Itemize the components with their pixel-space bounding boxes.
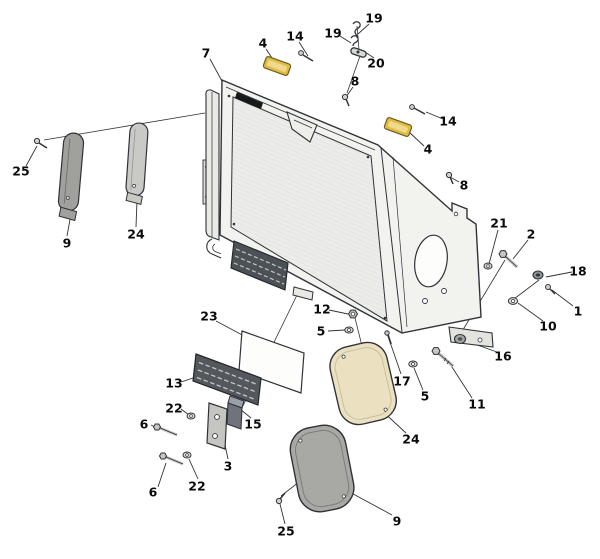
main-panel xyxy=(206,78,494,348)
hook-clip-group xyxy=(350,21,367,58)
callout-2: 2 xyxy=(526,226,536,242)
callout-19-b: 19 xyxy=(324,25,342,41)
grille-13 xyxy=(192,353,262,406)
reflector-top xyxy=(262,56,292,76)
callout-4-a: 4 xyxy=(258,35,268,51)
callout-22-b: 22 xyxy=(188,478,206,494)
leader-lines xyxy=(25,23,574,525)
callout-8-a: 8 xyxy=(350,73,360,89)
bolt-2 xyxy=(498,250,519,269)
callout-12: 12 xyxy=(313,301,331,317)
callout-5-b: 5 xyxy=(420,388,430,404)
screws-14 xyxy=(298,50,426,115)
bolt-6-upper xyxy=(152,423,178,437)
callout-16: 16 xyxy=(494,348,512,364)
callout-24-a: 24 xyxy=(127,226,145,242)
callout-24-b: 24 xyxy=(402,431,420,447)
screws-25 xyxy=(33,137,286,505)
callout-11: 11 xyxy=(468,396,486,412)
bracket-3 xyxy=(206,402,228,450)
top-notch xyxy=(286,111,318,143)
callout-8-b: 8 xyxy=(459,177,469,193)
s-hook-2 xyxy=(350,35,359,47)
latch-plate xyxy=(292,286,314,301)
bracket-15 xyxy=(226,395,245,430)
callout-22-a: 22 xyxy=(165,400,183,416)
brand-label-plate xyxy=(235,92,263,109)
callout-9-b: 9 xyxy=(392,513,402,529)
callout-5-a: 5 xyxy=(316,323,326,339)
callout-15: 15 xyxy=(244,416,262,432)
wing-oval-hole xyxy=(414,234,448,288)
callout-14-b: 14 xyxy=(439,113,457,129)
callout-25-a: 25 xyxy=(12,163,30,179)
panel-grille xyxy=(230,240,289,291)
pad-9-bottom xyxy=(289,424,355,513)
callout-3: 3 xyxy=(223,458,233,474)
plate-23 xyxy=(238,330,305,394)
callout-9-a: 9 xyxy=(62,235,72,251)
callout-14-a: 14 xyxy=(286,28,304,44)
bolts-6-washers-22 xyxy=(152,412,196,466)
callout-23: 23 xyxy=(200,308,218,324)
pad-24-bottom xyxy=(329,341,397,426)
callout-4-b: 4 xyxy=(423,141,433,157)
s-hook-1 xyxy=(352,21,361,39)
pad-9-left xyxy=(57,132,85,222)
callout-10: 10 xyxy=(539,318,557,334)
mesh-screen xyxy=(230,96,388,322)
fastener-1 xyxy=(545,284,556,295)
pad-24-left xyxy=(125,122,149,206)
callout-6-b: 6 xyxy=(148,484,158,500)
callout-13: 13 xyxy=(165,375,183,391)
bolt-11 xyxy=(431,347,455,368)
left-frame-channel xyxy=(202,89,220,241)
callout-19-a: 19 xyxy=(365,10,383,26)
handle xyxy=(206,238,222,259)
callout-1: 1 xyxy=(573,303,583,319)
right-hardware xyxy=(344,250,556,368)
callout-6-a: 6 xyxy=(139,416,149,432)
callout-18: 18 xyxy=(569,263,587,279)
callout-25-b: 25 xyxy=(277,523,295,539)
screws-8 xyxy=(341,93,454,185)
bolt-6-lower xyxy=(158,452,184,466)
reflector-right xyxy=(383,117,413,137)
stud-17 xyxy=(384,330,392,345)
callout-21: 21 xyxy=(490,215,508,231)
callout-20: 20 xyxy=(367,55,385,71)
callout-17: 17 xyxy=(393,373,411,389)
callout-7: 7 xyxy=(201,45,211,61)
